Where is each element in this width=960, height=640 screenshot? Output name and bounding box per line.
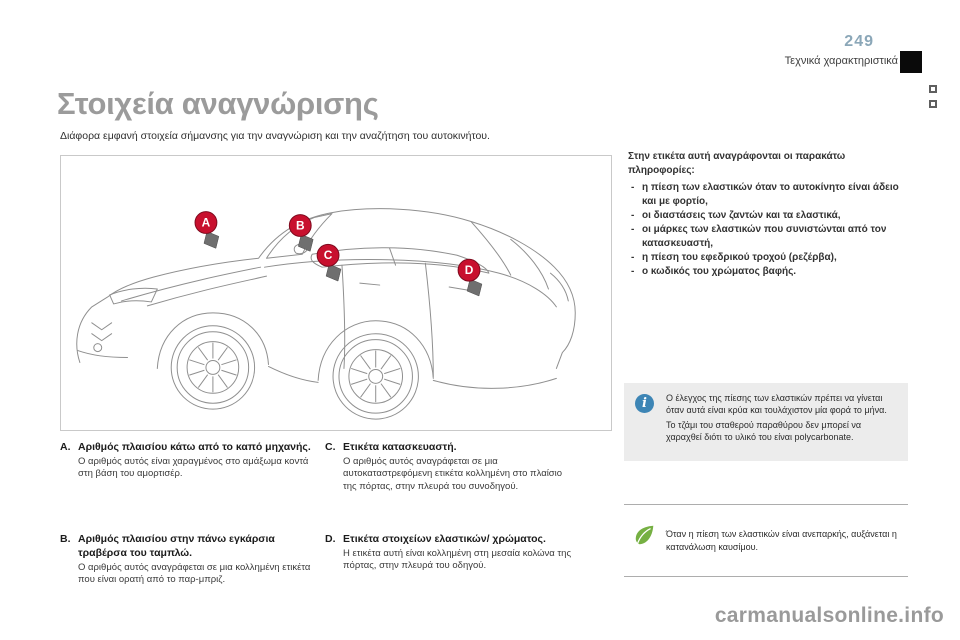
item-c: C. Ετικέτα κατασκευαστή. Ο αριθμός αυτός… xyxy=(325,441,577,493)
marker-d-label: D xyxy=(465,263,474,277)
item-b-body: Ο αριθμός αυτός αναγράφεται σε μια κολλη… xyxy=(78,561,311,586)
item-c-letter: C. xyxy=(325,441,336,453)
bullet-text: η πίεση του εφεδρικού τροχού (ρεζέρβα), xyxy=(642,252,837,263)
label-info-intro: Στην ετικέτα αυτή αναγράφονται οι παρακά… xyxy=(628,151,846,176)
bullet-dash: - xyxy=(631,210,635,221)
watermark: carmanualsonline.info xyxy=(714,604,944,627)
item-c-body: Ο αριθμός αυτός αναγράφεται σε μια αυτοκ… xyxy=(343,455,563,492)
bullet-dash: - xyxy=(631,266,635,277)
front-wheel xyxy=(170,325,256,410)
section-header: Τεχνικά χαρακτηριστικά xyxy=(784,55,898,67)
item-a: A. Αριθμός πλαισίου κάτω από το καπό μηχ… xyxy=(60,441,314,481)
bullet-dash: - xyxy=(631,252,635,263)
marker-c-label: C xyxy=(324,248,333,262)
info-paragraph: Το τζάμι του σταθερού παραθύρου δεν μπορ… xyxy=(666,419,862,443)
item-d-heading: Ετικέτα στοιχείων ελαστικών/ χρώματος. xyxy=(343,533,546,545)
eco-paragraph: Όταν η πίεση των ελαστικών είναι ανεπαρκ… xyxy=(666,529,897,552)
bullet-text: η πίεση των ελαστικών όταν το αυτοκίνητο… xyxy=(642,182,899,207)
bullet-item: - ο κωδικός του χρώματος βαφής. xyxy=(628,265,910,279)
info-box-tyre-pressure: i Ο έλεγχος της πίεσης των ελαστικών πρέ… xyxy=(624,383,908,461)
rear-wheel xyxy=(332,333,419,420)
item-d-body: Η ετικέτα αυτή είναι κολλημένη στη μεσαί… xyxy=(343,547,572,572)
marker-d: D xyxy=(457,258,483,297)
index-square-1 xyxy=(929,85,937,93)
index-square-2 xyxy=(929,100,937,108)
bullet-item: - οι μάρκες των ελαστικών που συνιστώντα… xyxy=(628,223,910,251)
chapter-tab-marker xyxy=(900,51,922,73)
bullet-text: οι μάρκες των ελαστικών που συνιστώνται … xyxy=(642,224,887,249)
marker-a: A xyxy=(194,211,220,249)
info-paragraph: Ο έλεγχος της πίεσης των ελαστικών πρέπε… xyxy=(666,393,887,416)
marker-b: B xyxy=(288,214,314,252)
bullet-text: οι διαστάσεις των ζαντών και τα ελαστικά… xyxy=(642,210,841,221)
item-a-letter: A. xyxy=(60,441,71,453)
info-icon: i xyxy=(635,394,654,413)
item-b-heading: Αριθμός πλαισίου στην πάνω εγκάρσια τραβ… xyxy=(78,533,275,559)
marker-c: C xyxy=(316,243,342,282)
label-info-list: Στην ετικέτα αυτή αναγράφονται οι παρακά… xyxy=(628,150,910,279)
page-title: Στοιχεία αναγνώρισης xyxy=(57,86,379,121)
bullet-text: ο κωδικός του χρώματος βαφής. xyxy=(642,266,797,277)
item-a-body: Ο αριθμός αυτός είναι χαραγμένος στο αμά… xyxy=(78,455,309,480)
marker-b-label: B xyxy=(296,218,305,232)
marker-a-label: A xyxy=(202,215,211,229)
bullet-item: - οι διαστάσεις των ζαντών και τα ελαστι… xyxy=(628,209,910,223)
item-d: D. Ετικέτα στοιχείων ελαστικών/ χρώματος… xyxy=(325,533,577,573)
item-b-letter: B. xyxy=(60,533,71,545)
car-line-drawing: A B C D xyxy=(76,208,576,420)
bullet-item: - η πίεση του εφεδρικού τροχού (ρεζέρβα)… xyxy=(628,251,910,265)
info-box-eco: Όταν η πίεση των ελαστικών είναι ανεπαρκ… xyxy=(624,504,908,577)
item-a-heading: Αριθμός πλαισίου κάτω από το καπό μηχανή… xyxy=(78,441,311,453)
bullet-dash: - xyxy=(631,182,635,193)
car-illustration-frame: A B C D xyxy=(60,155,612,431)
page-subtitle: Διάφορα εμφανή στοιχεία σήμανσης για την… xyxy=(60,130,490,142)
leaf-icon xyxy=(635,525,654,545)
item-c-heading: Ετικέτα κατασκευαστή. xyxy=(343,441,457,453)
info-icon-glyph: i xyxy=(642,396,647,411)
item-d-letter: D. xyxy=(325,533,336,545)
bullet-item: - η πίεση των ελαστικών όταν το αυτοκίνη… xyxy=(628,181,910,209)
bullet-dash: - xyxy=(631,224,635,235)
item-b: B. Αριθμός πλαισίου στην πάνω εγκάρσια τ… xyxy=(60,533,314,587)
page-number: 249 xyxy=(844,33,874,50)
